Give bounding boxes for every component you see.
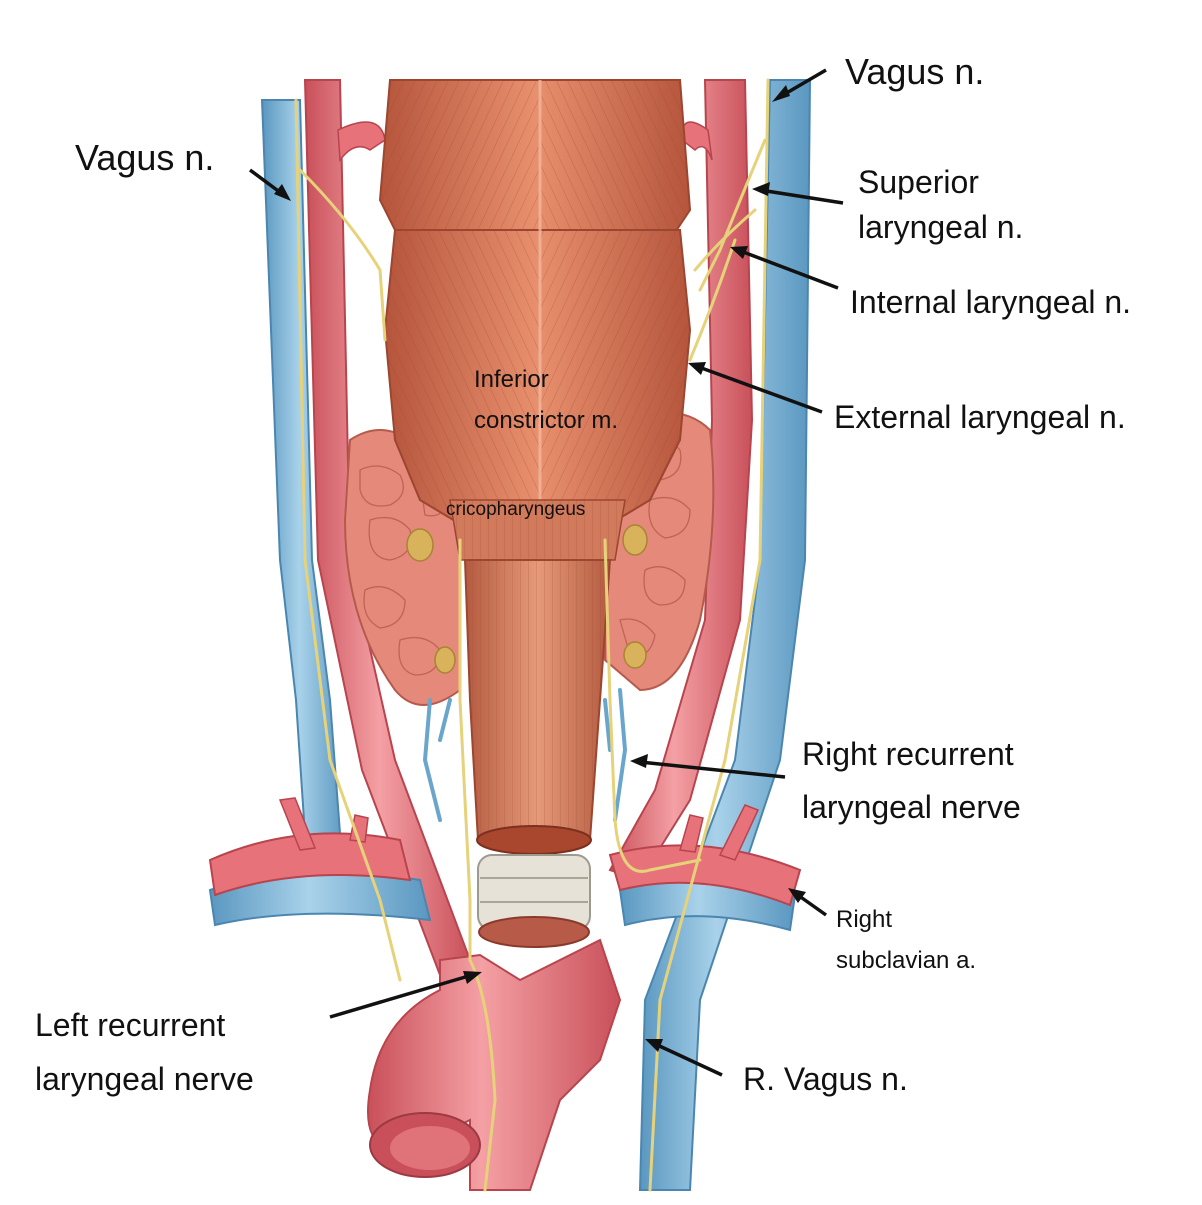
aorta-lumen-inner — [390, 1126, 470, 1170]
label-superior-laryngeal-line2: laryngeal n. — [858, 209, 1023, 245]
label-cricopharyngeus: cricopharyngeus — [446, 499, 585, 520]
parathyroid-left-lower — [434, 646, 456, 674]
parathyroid-left-upper — [406, 528, 434, 562]
esophagus-cut-end — [476, 825, 592, 855]
left-carotid-branch — [337, 121, 386, 163]
subclavian-branch-right — [718, 804, 760, 861]
right-vagus-nerve — [648, 78, 770, 1192]
inferior-thyroid-veins — [422, 688, 628, 822]
subclavian-branch-right-2 — [679, 814, 704, 853]
label-external-laryngeal: External laryngeal n. — [834, 399, 1126, 435]
pharynx-upper-fibers-left — [380, 80, 540, 240]
label-right-subclavian-line1: Right — [836, 906, 892, 933]
label-right-recurrent-line1: Right recurrent — [802, 736, 1014, 772]
esophagus-fibers — [465, 560, 610, 840]
right-superior-laryngeal — [698, 138, 767, 292]
left-recurrent-nerve — [468, 958, 497, 1192]
trachea-cut-end — [478, 916, 590, 948]
parathyroid-right-upper — [622, 524, 648, 556]
thyroid-lobules — [359, 436, 691, 676]
label-left-recurrent-line2: laryngeal nerve — [35, 1061, 254, 1097]
right-internal-laryngeal — [693, 208, 757, 272]
left-recurrent-nerve-up — [458, 538, 472, 962]
right-carotid-branch-top — [681, 121, 713, 161]
constrictor-fibers-left — [385, 230, 540, 530]
label-inferior-constrictor-line2: constrictor m. — [474, 407, 618, 434]
parathyroid-right-lower — [623, 641, 647, 669]
label-right-recurrent-line2: laryngeal nerve — [802, 789, 1021, 825]
label-superior-laryngeal-line1: Superior — [858, 164, 979, 200]
subclavian-branch-left — [278, 797, 317, 851]
cricopharyngeus-fibers — [450, 500, 625, 560]
label-r-vagus: R. Vagus n. — [743, 1061, 908, 1097]
label-vagus-right-top: Vagus n. — [845, 51, 984, 92]
constrictor-fibers-right — [540, 230, 690, 530]
label-left-recurrent-line1: Left recurrent — [35, 1007, 225, 1043]
label-arrows — [248, 68, 844, 1077]
right-recurrent-nerve — [603, 538, 702, 873]
label-internal-laryngeal: Internal laryngeal n. — [850, 284, 1131, 320]
label-vagus-left-top: Vagus n. — [75, 137, 214, 178]
left-superior-laryngeal — [298, 168, 387, 342]
pharynx-upper-fibers-right — [540, 80, 690, 240]
right-external-laryngeal — [688, 238, 737, 362]
label-right-subclavian-line2: subclavian a. — [836, 947, 976, 974]
left-subclavian-artery — [208, 832, 412, 897]
label-inferior-constrictor-line1: Inferior — [474, 366, 549, 393]
left-vagus-nerve — [294, 98, 402, 982]
right-subclavian-artery — [608, 844, 802, 907]
nerves — [294, 78, 770, 1192]
